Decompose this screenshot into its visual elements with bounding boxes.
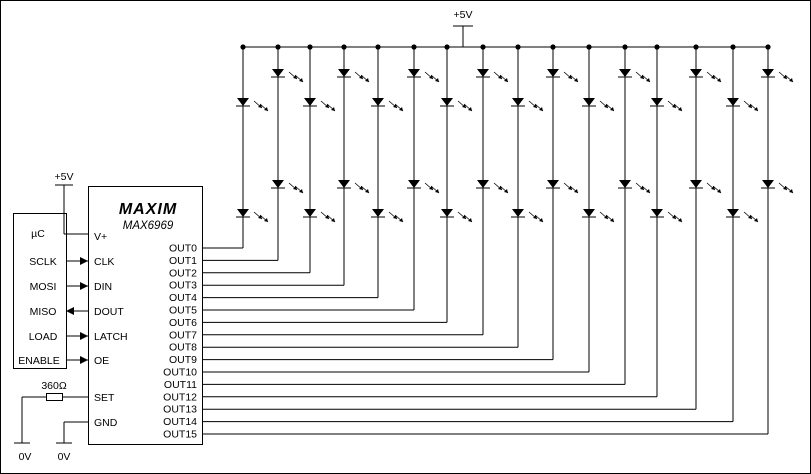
led-column	[511, 44, 544, 348]
led-column	[650, 44, 683, 397]
led-column	[618, 44, 651, 385]
ground-label-2: 0V	[58, 451, 71, 463]
chip-pin-latch: LATCH	[94, 331, 128, 343]
chip-pin-out: OUT7	[169, 329, 197, 341]
chip-pin-dout: DOUT	[94, 306, 124, 318]
led-array	[236, 44, 794, 434]
resistor-value: 360Ω	[41, 380, 67, 392]
led-column	[476, 44, 509, 335]
led-column	[236, 44, 269, 248]
output-traces	[202, 247, 768, 435]
chip-pin-out: OUT4	[169, 292, 197, 304]
chip-pin-out: OUT13	[163, 404, 197, 416]
uc-pin-enable: ENABLE	[18, 355, 59, 367]
maxim-logo: MAXIM	[119, 201, 177, 218]
chip-pin-out: OUT12	[163, 391, 197, 403]
led-column	[271, 44, 304, 261]
chip-pin-out: OUT2	[169, 267, 197, 279]
microcontroller-title: µC	[31, 228, 45, 240]
led-column	[761, 44, 794, 434]
max6969-chip: MAXIM MAX6969 V+ CLK DIN DOUT LATCH OE S…	[88, 186, 203, 445]
chip-pin-out: OUT14	[163, 416, 197, 428]
chip-pin-out: OUT3	[169, 280, 197, 292]
set-resistor	[46, 393, 63, 401]
chip-supply: +5V	[55, 171, 88, 235]
led-column	[337, 44, 370, 286]
chip-pin-out: OUT11	[164, 379, 197, 391]
chip-pin-out: OUT8	[169, 342, 197, 354]
chip-part-number: MAX6969	[123, 220, 174, 232]
ground-label-1: 0V	[19, 451, 32, 463]
uc-pin-sclk: SCLK	[29, 256, 56, 268]
chip-pin-out: OUT15	[163, 429, 197, 441]
led-column	[546, 44, 579, 360]
led-column	[371, 44, 404, 298]
chip-pin-gnd: GND	[94, 417, 118, 429]
chip-pin-out: OUT5	[169, 305, 197, 317]
chip-pin-clk: CLK	[94, 256, 114, 268]
chip-pin-set: SET	[94, 392, 115, 404]
uc-pin-load: LOAD	[29, 331, 58, 343]
chip-pin-out: OUT10	[163, 367, 197, 379]
uc-pin-mosi: MOSI	[30, 281, 57, 293]
signal-wires	[66, 257, 88, 364]
chip-pin-oe: OE	[94, 355, 109, 367]
chip-pin-out: OUT0	[169, 243, 197, 255]
led-column	[440, 44, 473, 323]
chip-pin-out: OUT1	[169, 255, 197, 267]
top-supply-label: +5V	[454, 9, 473, 21]
chip-output-labels: OUT0OUT1OUT2OUT3OUT4OUT5OUT6OUT7OUT8OUT9…	[163, 243, 197, 441]
chip-pin-vplus: V+	[94, 231, 107, 243]
microcontroller: µC SCLK MOSI MISO LOAD ENABLE	[13, 213, 67, 369]
chip-supply-label: +5V	[55, 171, 74, 183]
led-column	[726, 44, 759, 422]
led-column	[689, 44, 722, 410]
set-resistor-network: 360Ω 0V	[14, 380, 88, 463]
uc-pin-miso: MISO	[30, 306, 57, 318]
top-supply: +5V	[453, 9, 473, 47]
chip-ground: 0V	[56, 421, 88, 463]
led-column	[303, 44, 336, 273]
chip-pin-out: OUT9	[169, 354, 197, 366]
led-column	[407, 44, 440, 310]
chip-pin-din: DIN	[94, 281, 112, 293]
led-column	[582, 44, 615, 372]
chip-pin-out: OUT6	[169, 317, 197, 329]
